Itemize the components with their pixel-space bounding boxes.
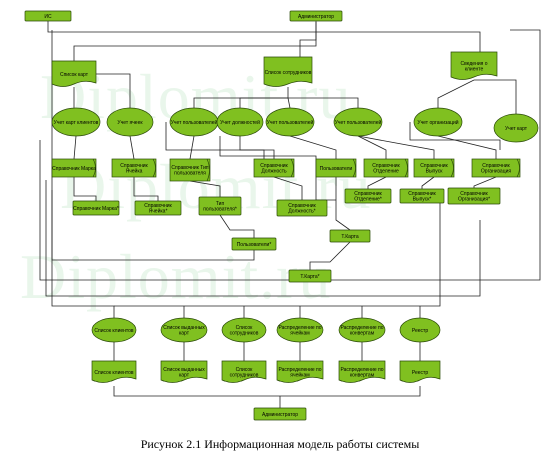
node-admin-bottom: Администратор	[253, 407, 307, 421]
figure-caption: Рисунок 2.1 Информационная модель работы…	[140, 437, 420, 451]
node-label: Пользователи	[320, 166, 353, 172]
node-label: ИС	[44, 14, 52, 20]
node-label: Реестр	[412, 328, 428, 334]
connector-lines	[39, 21, 541, 408]
node-label: Учет карт	[505, 126, 528, 132]
node-d-marks: Справочник Марка*	[72, 200, 120, 216]
node-p-staff: Учет должностей	[216, 107, 264, 137]
node-d-users: Пользователи*	[231, 237, 277, 251]
node-ip: ИС	[24, 10, 72, 22]
node-p-users: Учет пользователей	[169, 107, 219, 137]
node-db-users: Пользователи	[315, 158, 357, 178]
node-label: Т.Карта	[341, 234, 358, 240]
node-label: Учет должностей	[220, 119, 260, 126]
node-label: Учет пользователей	[267, 119, 314, 126]
node-doc-clients: Список карт	[51, 60, 97, 87]
node-label: Список карт	[60, 72, 89, 78]
node-p-users3: Учет пользователей	[333, 107, 383, 137]
node-label: Учет ячеек	[117, 120, 143, 126]
node-label: Учет пользователей	[335, 119, 382, 126]
node-p-users2: Учет пользователей	[265, 107, 315, 137]
node-label: Администратор	[298, 14, 334, 20]
node-r-clients: Список клиентов	[91, 317, 137, 343]
node-p-cells: Учет ячеек	[106, 107, 154, 137]
node-label: Учет пользователей	[171, 119, 218, 126]
node-p-org: Учет организаций	[413, 107, 463, 137]
node-db-marks: Справочник Марка	[51, 158, 97, 178]
node-p-cards: Учет карт	[493, 113, 539, 143]
node-label: Список клиентов	[94, 328, 134, 334]
node-label: Учет организаций	[417, 119, 458, 126]
node-label: Реестр	[412, 370, 428, 376]
node-label: Справочник Марка*	[73, 206, 119, 212]
node-o-reestr: Реестр	[399, 360, 441, 383]
node-d-tkarta: Т.Карта	[329, 229, 371, 243]
node-label: Справочник Марка	[52, 166, 96, 172]
node-p-card-list: Учет карт клиентов	[51, 107, 101, 137]
node-r-reestr: Реестр	[399, 317, 441, 343]
node-admin-top: Администратор	[289, 10, 343, 22]
node-d-tkarta2: Т.Карта*	[288, 269, 332, 283]
node-label: Список клиентов	[94, 370, 134, 376]
node-label: Учет карт клиентов	[54, 120, 99, 126]
node-label: Администратор	[262, 412, 298, 418]
node-label: Список сотрудников	[265, 70, 312, 76]
node-doc-staff: Список сотрудников	[263, 56, 313, 87]
node-label: Т.Карта*	[300, 274, 319, 280]
node-label: Пользователи*	[237, 242, 272, 248]
node-o-clients: Список клиентов	[91, 360, 137, 383]
